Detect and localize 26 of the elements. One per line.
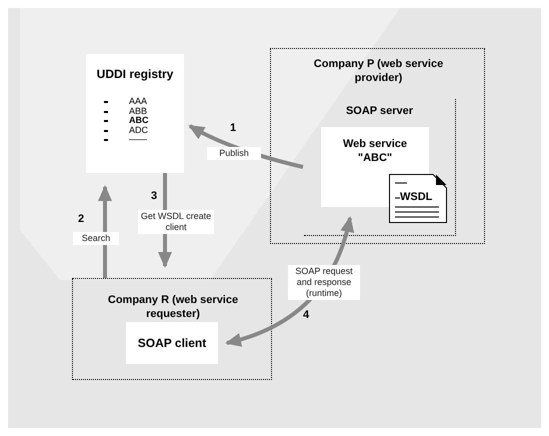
registry-entry: ——: [129, 134, 147, 144]
component-label: SOAP client: [136, 336, 208, 350]
step-number: 1: [230, 122, 236, 134]
server-boundary: [304, 99, 456, 236]
component-label: Web service "ABC": [342, 137, 408, 165]
component-box: [126, 322, 218, 364]
step-number: 3: [151, 190, 158, 202]
edge-label: SOAP request and response (runtime): [288, 265, 360, 300]
registry-title: UDDI registry: [96, 67, 174, 81]
step-number: 2: [78, 213, 84, 225]
arrow: [98, 185, 112, 278]
registry-entry: ABB: [129, 106, 148, 116]
step-number: 4: [303, 309, 310, 321]
registry-box: [86, 54, 184, 173]
company-boundary: [270, 48, 485, 244]
boundary-label: Company R (web service requester): [106, 293, 240, 321]
boundary-label: SOAP server: [344, 104, 414, 118]
boundary-label: Company P (web service provider): [312, 57, 444, 85]
edge-label: Search: [73, 232, 119, 245]
edge-label: Get WSDL create client: [138, 210, 214, 234]
company-boundary: [72, 278, 272, 380]
registry-entry: ADC: [129, 124, 148, 134]
registry-entry: ABC: [129, 115, 148, 125]
document-label: WSDL: [400, 191, 432, 203]
edge-label: Publish: [207, 147, 261, 160]
registry-entry: AAA: [129, 96, 148, 106]
